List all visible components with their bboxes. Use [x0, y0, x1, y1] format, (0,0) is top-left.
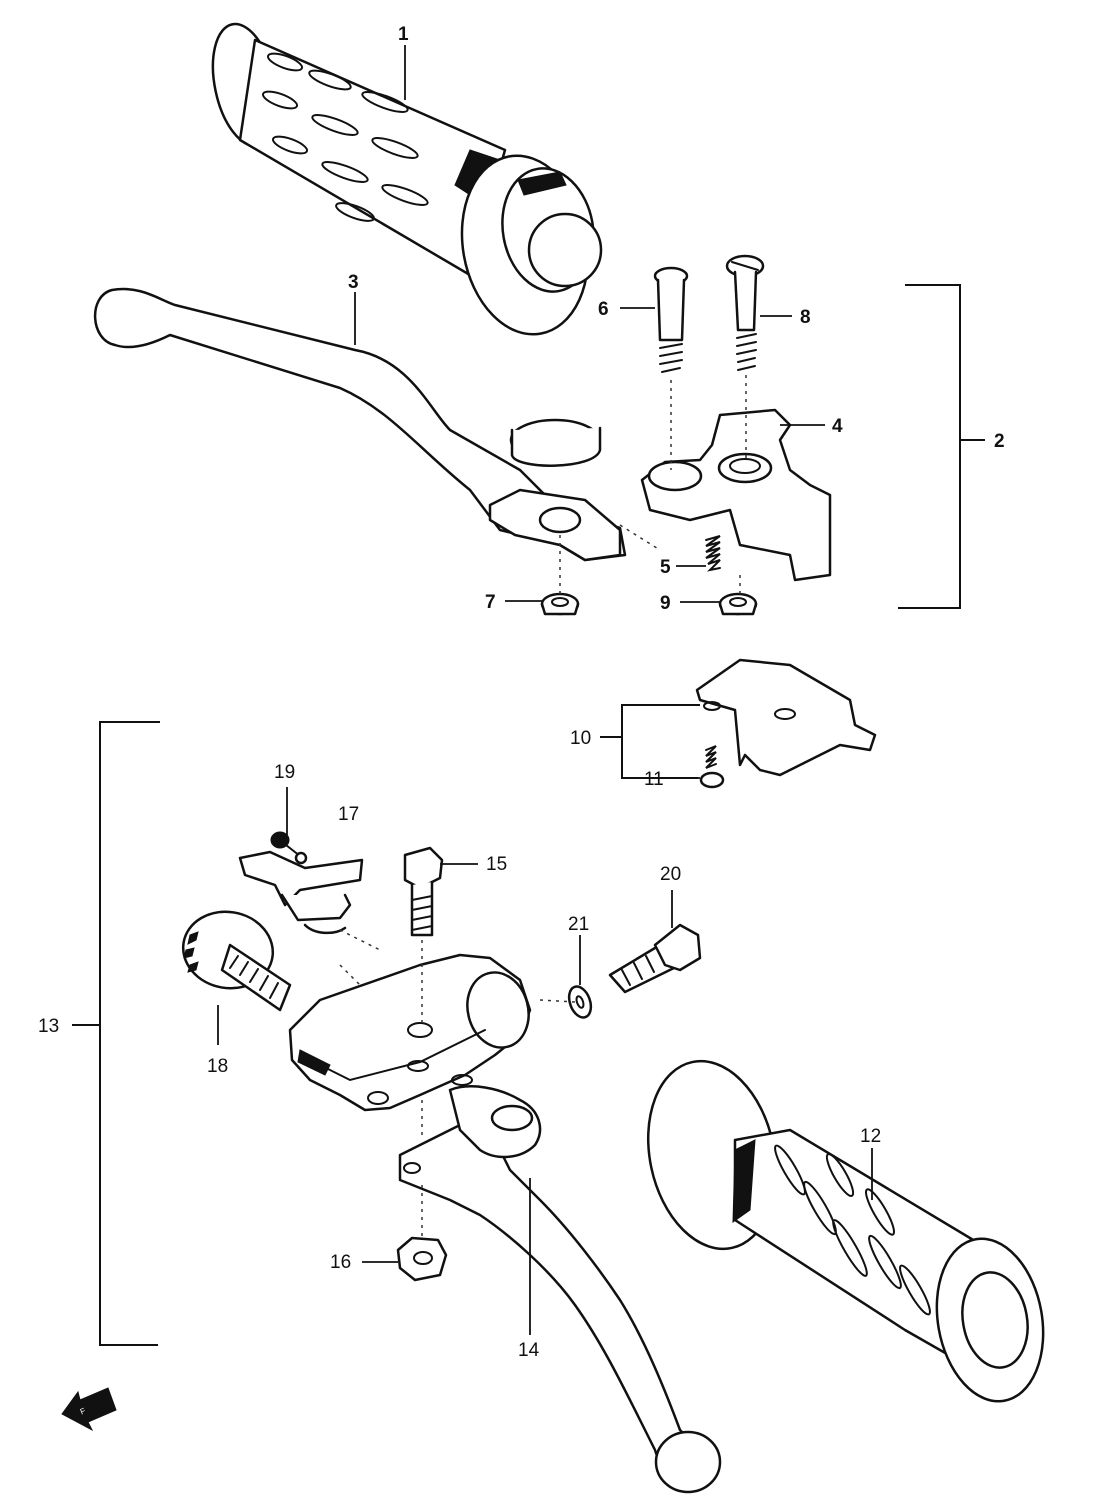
part-16-nut	[396, 1236, 448, 1282]
part-18-adjuster	[181, 910, 292, 1012]
part-4-lever-holder	[640, 408, 832, 582]
assembly-lines-top	[559, 375, 747, 594]
callout-7: 7	[485, 592, 496, 613]
part-11-screw	[699, 745, 725, 789]
callout-18: 18	[207, 1056, 228, 1077]
part-12-handlebar-grip	[646, 1059, 1045, 1403]
bracket-2	[898, 284, 985, 609]
callout-21: 21	[568, 914, 589, 935]
part-5-spring	[705, 535, 721, 572]
callout-10: 10	[570, 728, 591, 749]
callout-14: 14	[518, 1340, 540, 1361]
callout-11: 11	[644, 769, 664, 790]
part-1-throttle-grip	[211, 22, 603, 336]
front-arrow-icon: F	[61, 1387, 117, 1432]
callout-1: 1	[398, 24, 409, 45]
part-21-washer	[567, 985, 593, 1019]
callout-8: 8	[800, 307, 811, 328]
svg-text:F: F	[79, 1406, 87, 1416]
callout-17: 17	[338, 804, 359, 825]
part-19-bolt	[270, 831, 308, 865]
leader-lines	[217, 45, 873, 1335]
part-10-brake-switch	[695, 658, 877, 777]
part-6-pivot-bolt	[653, 266, 689, 373]
callout-19: 19	[274, 762, 295, 783]
callout-16: 16	[330, 1252, 351, 1273]
callout-13: 13	[38, 1016, 59, 1037]
lever-holder-assembly	[288, 953, 532, 1112]
part-14-clutch-lever	[398, 1085, 722, 1494]
callout-20: 20	[660, 864, 681, 885]
assembly-lines-bottom	[339, 929, 576, 1240]
part-8-screw	[725, 254, 765, 371]
part-9-nut	[718, 592, 758, 616]
callouts: 1 2 3 4 5 6 7 8 9 10 11 12 13 14 15 16 1…	[38, 24, 1005, 1361]
bracket-13	[72, 721, 160, 1346]
callout-12: 12	[860, 1126, 881, 1147]
part-20-bolt	[608, 923, 702, 994]
part-15-bolt	[403, 846, 444, 937]
callout-15: 15	[486, 854, 507, 875]
bracket-10-11	[600, 704, 700, 779]
callout-6: 6	[598, 299, 609, 320]
callout-9: 9	[660, 593, 671, 614]
callout-2: 2	[994, 431, 1005, 452]
part-17-bracket	[238, 850, 364, 935]
callout-3: 3	[348, 272, 359, 293]
callout-5: 5	[660, 557, 671, 578]
part-3-brake-lever	[93, 287, 627, 562]
part-7-nut	[540, 592, 580, 616]
callout-4: 4	[832, 416, 843, 437]
